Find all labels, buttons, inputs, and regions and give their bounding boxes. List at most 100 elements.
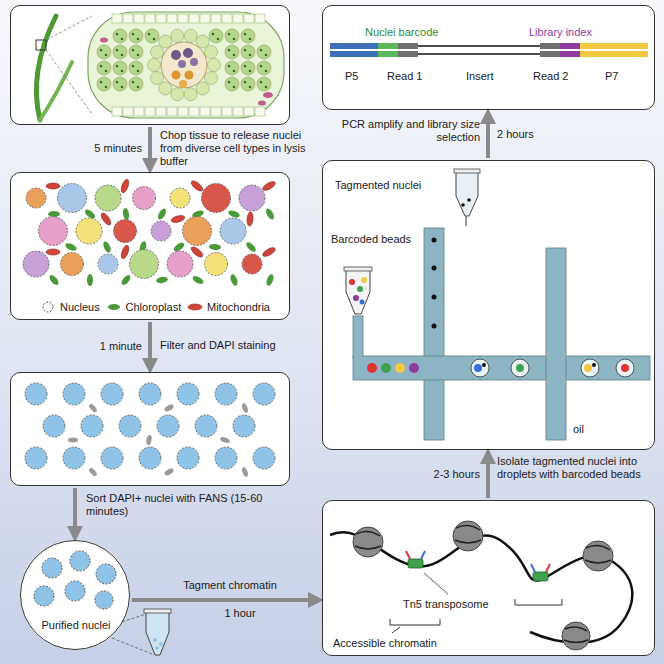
bundle-sheath-cell [148,59,161,72]
accessible-bracket [390,599,562,633]
chloroplast [156,207,167,220]
nucleus [114,220,137,243]
debris [68,438,78,443]
chloroplast-dot [212,33,215,36]
nucleus [95,185,121,211]
mesophyll-cell [225,45,239,59]
node-text: P7 [605,70,618,83]
chloroplast-dot [228,33,231,36]
purified-nuclei [34,551,116,609]
droplet-panel: Tagmented nucleiBarcoded beadsoil [322,160,655,450]
nucleus [58,184,87,213]
chloroplast-dot [132,33,135,36]
chloroplast-dot [132,81,135,84]
bundle-sheath-cell [171,88,184,101]
panel-fill [322,160,655,450]
mesophyll-cell [225,77,239,91]
dapi-nucleus [63,383,85,405]
node-text: Accessible chromatin [333,637,437,650]
epidermis-cell [200,107,210,116]
chloroplast-dot [121,38,124,41]
chloroplast-dot [116,65,119,68]
process-arrow [486,452,490,498]
debris [163,403,174,412]
chloroplast-dot [100,81,103,84]
node-text: P5 [345,70,358,83]
chloroplast-dot [260,65,263,68]
epidermis-cell [156,107,166,116]
step-label: PCR amplify and library size selection [330,118,480,144]
epidermis-cell [134,14,144,23]
dapi-nucleus [215,383,237,405]
nucleus [183,217,212,246]
chloroplast [191,274,204,285]
nucleus [133,187,156,210]
epidermis-cell [167,14,177,23]
mesophyll-cell [129,77,143,91]
nucleus [98,254,118,274]
panel-fill [20,540,130,650]
chloroplast-dot [105,70,108,73]
chloroplast-dot [228,65,231,68]
chloroplast [64,242,77,253]
dapi-nucleus [139,383,161,405]
nucleus [23,251,49,277]
bundle-sheath-cell [208,59,221,72]
chloroplast-dot [100,49,103,52]
epidermis-cell [112,14,122,23]
dapi-nucleus [253,383,275,405]
chloroplast-dot [244,65,247,68]
chloroplast-dot [233,86,236,89]
chloroplast [245,241,258,254]
node-text: Tagmented nuclei [335,179,445,192]
chloroplast-dot [121,54,124,57]
dapi-nucleus [43,415,65,437]
chromatin [330,521,632,650]
mitochondrion [190,179,205,193]
chloroplast-dot [105,86,108,89]
nucleus [239,185,265,211]
epidermis-cell [244,107,254,116]
debris [146,435,153,446]
step-label: Filter and DAPI staining [160,339,310,352]
node-text: Read 1 [387,70,422,83]
chloroplast [48,273,60,286]
epidermis-cell [145,14,155,23]
node-text: oil [573,423,584,436]
chloroplast-dot [116,33,119,36]
mesophyll-cell [129,61,143,75]
chloroplast [264,207,275,220]
chloroplast-dot [137,70,140,73]
step-label: Chop tissue to release nuclei from diver… [160,129,318,169]
dapi-nucleus [25,447,47,469]
panel-fill [322,500,655,656]
mitochondrion [120,244,130,259]
panel-fill [10,172,290,320]
chloroplast-dot [249,86,252,89]
legend-text: Chloroplast [126,301,182,313]
filtered-panel [10,372,290,486]
process-arrow [148,322,152,370]
purified-nuclei-circle: Purified nuclei [20,540,130,650]
epidermis-cell [134,107,144,116]
mitochondria-sample [188,304,202,310]
nucleus [151,221,171,241]
bundle-sheath-cell [184,29,197,42]
chloroplast-dot [121,86,124,89]
chloroplast-dot [100,65,103,68]
process-arrow [73,488,77,538]
epidermis-cell [167,107,177,116]
step-label: Sort DAPI+ nuclei with FANS (15-60 minut… [86,492,296,518]
chloroplast-sample [108,304,120,310]
mesophyll-cell [113,29,127,43]
mesophyll-cell [241,29,255,43]
mitochondrion [46,183,60,189]
chloroplast-dot [228,81,231,84]
mesophyll-cell [129,45,143,59]
chloroplast-dot [137,86,140,89]
node-text: Nuclei barcode [365,26,438,39]
chloroplast [265,273,275,286]
chloroplast [229,273,239,286]
microfluidic-chip [344,169,650,440]
mesophyll-cell [225,61,239,75]
